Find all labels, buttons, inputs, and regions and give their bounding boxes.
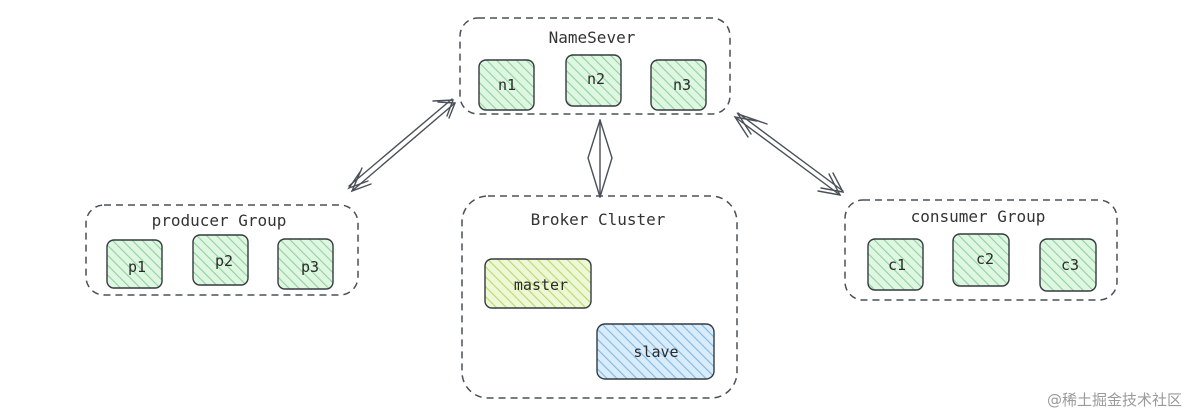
consumer-group-border xyxy=(844,199,1118,301)
broker-cluster-title: Broker Cluster xyxy=(531,210,666,229)
node-slave: slave xyxy=(596,323,715,380)
node-n2: n2 xyxy=(565,54,622,107)
consumer-group-title: consumer Group xyxy=(911,207,1046,226)
connector-producer-nameserver xyxy=(347,98,457,193)
node-label-p1: p1 xyxy=(128,258,146,276)
node-c2: c2 xyxy=(952,233,1010,287)
node-label-c1: c1 xyxy=(888,256,906,274)
node-label-p2: p2 xyxy=(215,252,233,270)
nameserver-group-title: NameSever xyxy=(549,28,636,47)
nameserver-group-border xyxy=(459,17,731,115)
broker-cluster-group: Broker Cluster master slave xyxy=(461,195,738,399)
node-p3: p3 xyxy=(277,238,334,290)
node-label-slave: slave xyxy=(633,343,678,361)
node-master: master xyxy=(484,258,592,309)
node-p1: p1 xyxy=(106,239,163,289)
node-label-master: master xyxy=(514,276,568,294)
watermark-text: @稀土掘金技术社区 xyxy=(1046,391,1182,409)
consumer-group: consumer Group c1 c2 c3 xyxy=(844,199,1118,301)
producer-group-border xyxy=(85,204,359,296)
node-n3: n3 xyxy=(650,59,707,111)
node-label-n2: n2 xyxy=(587,70,605,88)
node-c3: c3 xyxy=(1039,238,1097,292)
node-p2: p2 xyxy=(192,234,249,286)
node-n1: n1 xyxy=(478,59,535,111)
node-label-n1: n1 xyxy=(498,76,516,94)
connector-broker-nameserver xyxy=(587,119,613,198)
producer-group-title: producer Group xyxy=(152,211,287,230)
node-label-c3: c3 xyxy=(1061,256,1079,274)
node-label-p3: p3 xyxy=(301,258,319,276)
connector-consumer-nameserver xyxy=(733,112,845,196)
node-label-c2: c2 xyxy=(976,250,994,268)
node-label-n3: n3 xyxy=(673,76,691,94)
nameserver-group: NameSever n1 n2 n3 xyxy=(459,17,731,115)
node-c1: c1 xyxy=(867,238,924,291)
producer-group: producer Group p1 p2 p3 xyxy=(85,204,359,296)
